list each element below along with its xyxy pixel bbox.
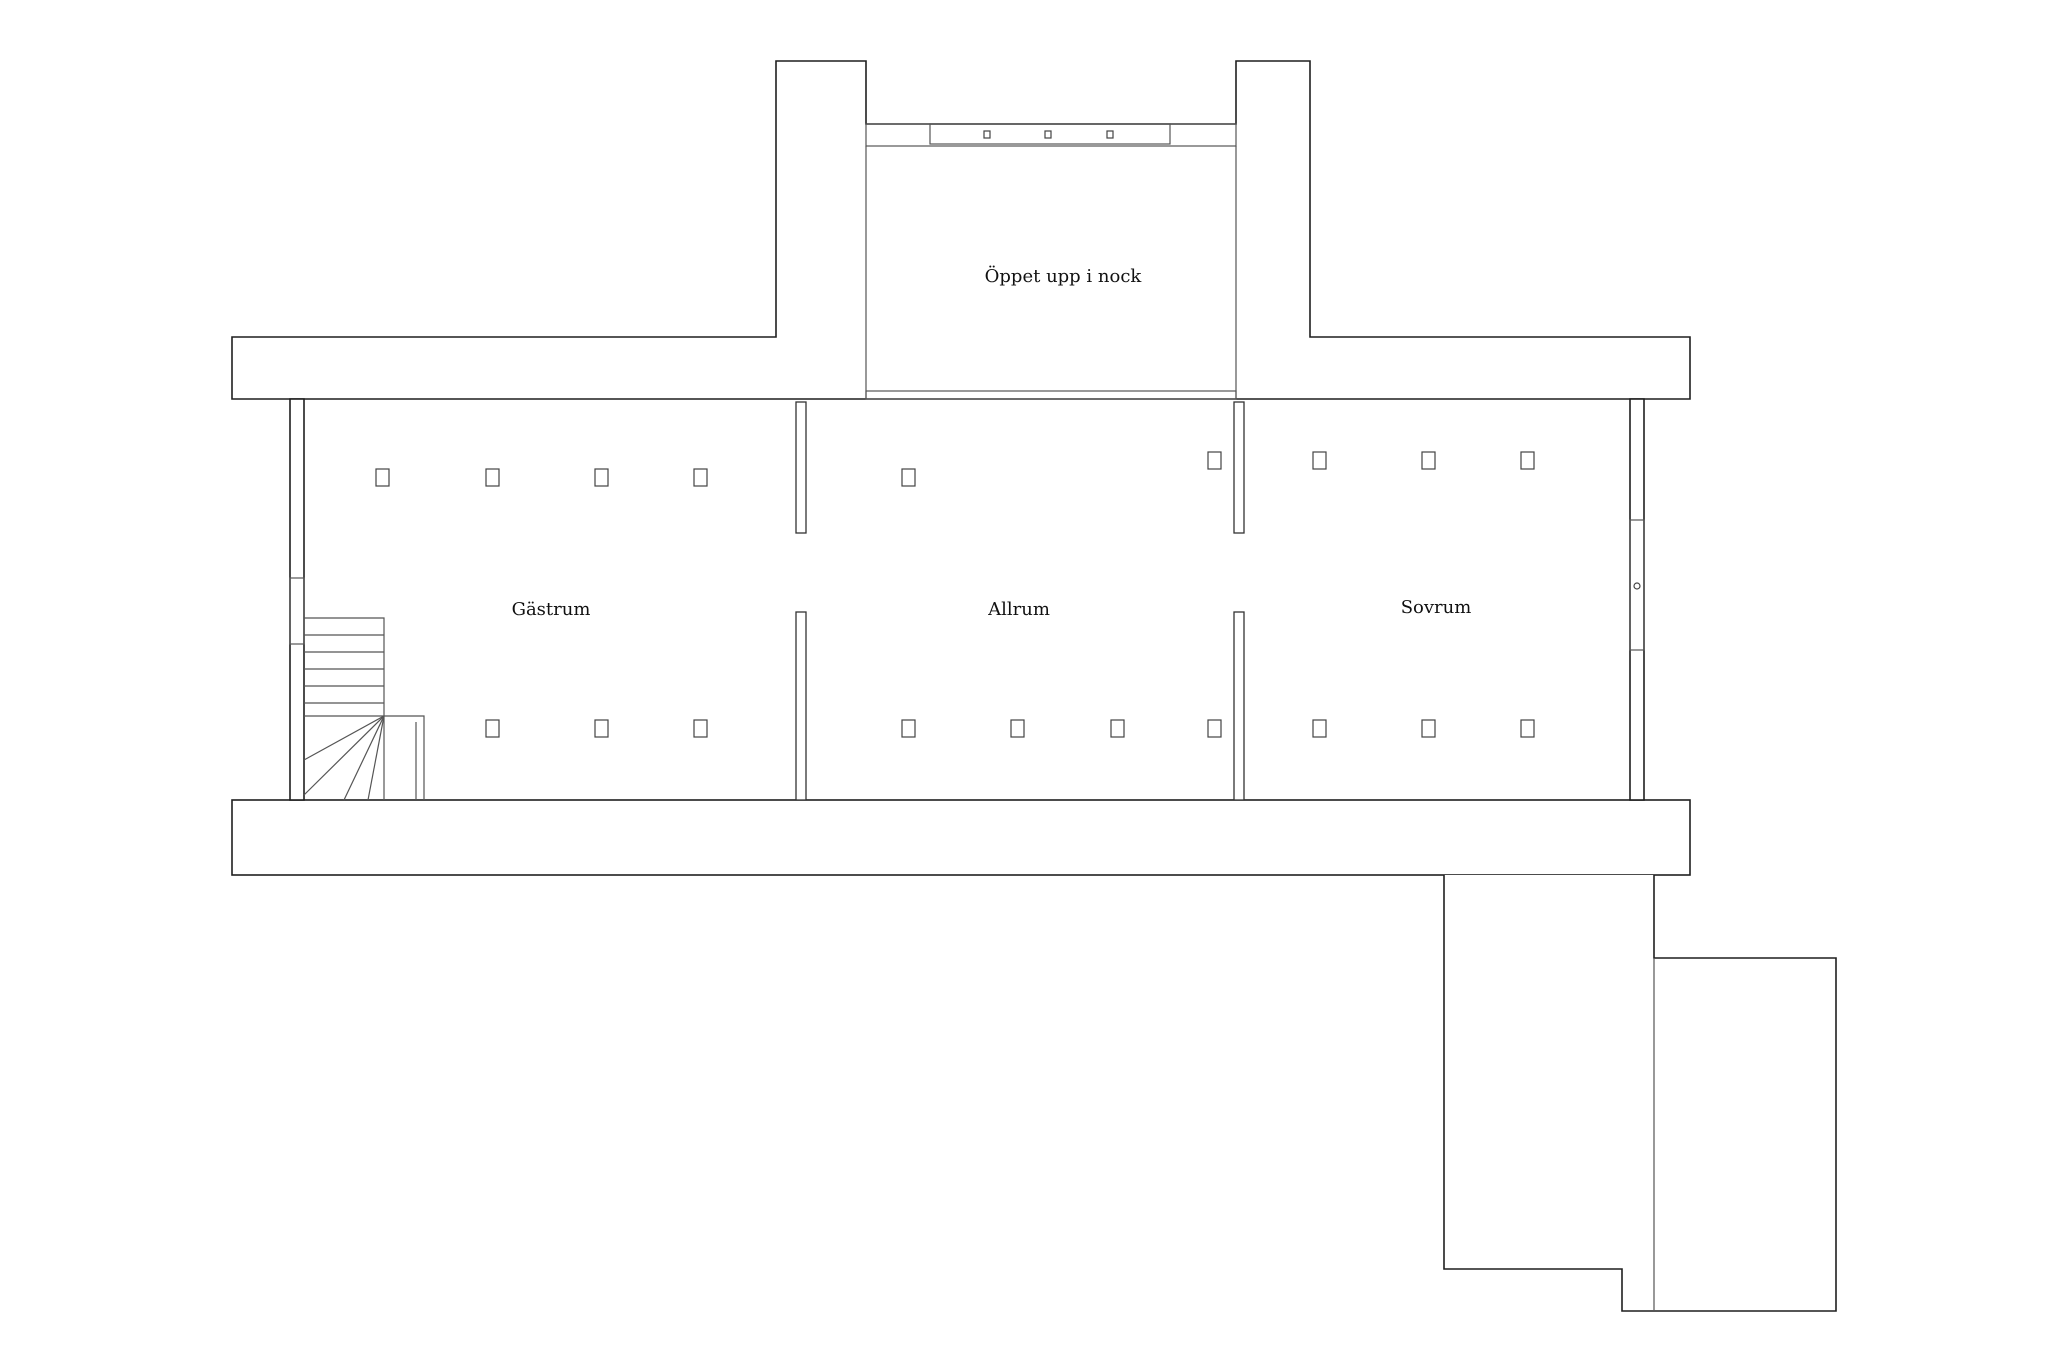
roof-post xyxy=(1207,719,1222,738)
outer-wall-bottom xyxy=(231,799,1691,876)
dormer-window-hinge xyxy=(983,130,991,139)
roof-post xyxy=(1421,451,1436,470)
dormer-opening-edge xyxy=(865,390,1237,400)
roof-post xyxy=(1110,719,1125,738)
room-label-open-to-ridge: Öppet upp i nock xyxy=(985,264,1143,287)
dormer-window-hinge xyxy=(1044,130,1052,139)
outer-wall-top xyxy=(231,60,1691,400)
roof-post xyxy=(1207,451,1222,470)
annex-outline xyxy=(1443,875,1837,1312)
partition-guest-living-lower xyxy=(795,611,807,801)
roof-post xyxy=(1520,451,1535,470)
outer-wall-left xyxy=(289,398,305,801)
roof-post xyxy=(901,719,916,738)
roof-post xyxy=(1312,719,1327,738)
room-label-guest-room: Gästrum xyxy=(512,599,591,620)
roof-post xyxy=(901,468,916,487)
roof-posts xyxy=(375,451,1535,738)
roof-post xyxy=(375,468,390,487)
right-window-handle xyxy=(1633,582,1641,590)
room-label-bedroom: Sovrum xyxy=(1401,597,1472,618)
roof-post xyxy=(693,468,708,487)
outer-wall-right xyxy=(1629,398,1645,801)
roof-post xyxy=(594,468,609,487)
roof-post xyxy=(1312,451,1327,470)
partition-living-bedroom-upper xyxy=(1233,401,1245,534)
dormer-window-hinge xyxy=(1106,130,1114,139)
left-window xyxy=(289,577,305,645)
right-window xyxy=(1629,519,1645,651)
roof-post xyxy=(485,719,500,738)
roof-post xyxy=(485,468,500,487)
partition-guest-living-upper xyxy=(795,401,807,534)
staircase xyxy=(303,617,425,801)
room-label-living-room: Allrum xyxy=(987,599,1050,620)
dormer-window-frame xyxy=(929,123,1171,145)
roof-post xyxy=(594,719,609,738)
roof-post xyxy=(693,719,708,738)
roof-post xyxy=(1010,719,1025,738)
partition-living-bedroom-lower xyxy=(1233,611,1245,801)
roof-post xyxy=(1520,719,1535,738)
roof-post xyxy=(1421,719,1436,738)
